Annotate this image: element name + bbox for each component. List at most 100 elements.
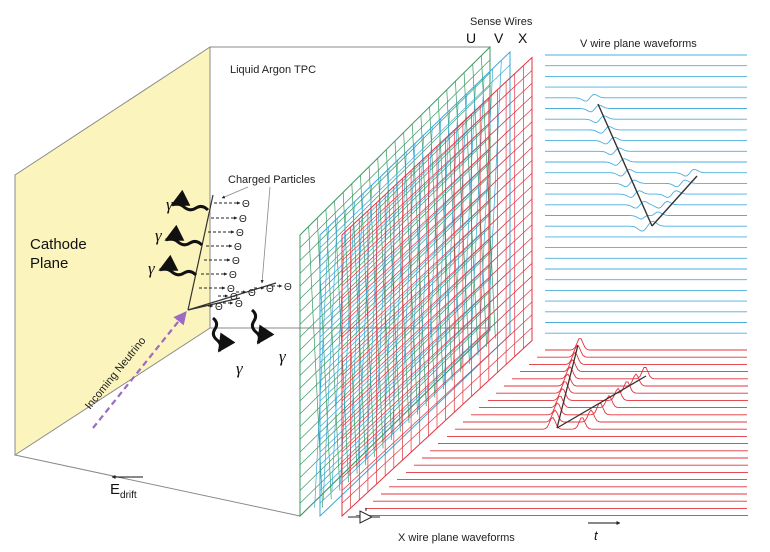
u-plane-wire: [446, 89, 462, 373]
u-plane-frame: [299, 45, 491, 518]
u-plane-wire: [299, 213, 491, 402]
x-waveform-trace: [488, 387, 748, 401]
v-plane-wire: [319, 116, 511, 300]
u-plane-wire: [299, 316, 491, 504]
u-plane-wire: [386, 149, 401, 432]
x-wire-waveforms: [356, 338, 748, 517]
x-plane-wire: [341, 211, 533, 389]
amplifier-icon: [348, 508, 380, 524]
v-plane-wire: [383, 160, 399, 442]
v-waveform-trace: [545, 179, 747, 188]
v-plane-wire: [319, 218, 511, 402]
v-waveform-trace: [545, 126, 747, 134]
v-plane-wire: [469, 76, 485, 360]
electron-symbol: Θ: [248, 288, 256, 299]
electron-symbol: Θ: [239, 214, 247, 225]
v-plane-wire: [348, 193, 364, 475]
x-plane-wire: [341, 288, 533, 466]
electron-symbol: Θ: [232, 256, 240, 267]
x-track-line: [556, 344, 579, 429]
electron-symbol: Θ: [242, 199, 250, 210]
v-plane-wire: [366, 176, 381, 459]
u-plane-wire: [342, 192, 358, 474]
x-plane-frame: [341, 56, 533, 518]
electron-symbol: Θ: [230, 292, 238, 303]
cathode-label-line2: Plane: [30, 255, 68, 272]
x-plane-wire: [341, 224, 533, 402]
v-track-line: [597, 103, 653, 227]
v-plane-wire: [478, 68, 494, 352]
v-plane-wire: [319, 193, 511, 376]
electron-symbol: Θ: [236, 228, 244, 239]
u-plane-wire: [299, 265, 491, 453]
electron-symbol: Θ: [235, 299, 243, 310]
svg-text:γ: γ: [148, 259, 156, 278]
v-track-line: [651, 175, 698, 227]
x-waveform-trace: [504, 373, 748, 387]
wire-u-label: U: [466, 30, 476, 46]
v-plane-wire: [319, 206, 511, 389]
u-plane-wire: [351, 183, 367, 466]
u-plane-wire: [299, 98, 491, 287]
v-waveform-trace: [545, 168, 747, 177]
cathode-label-line1: Cathode: [30, 236, 87, 253]
x-waveform-trace: [479, 394, 747, 409]
x-plane-wire: [341, 237, 533, 415]
u-plane-wire: [437, 98, 453, 381]
x-waveform-trace: [520, 359, 748, 373]
x-track-line: [556, 375, 647, 429]
u-plane-wire: [299, 149, 491, 338]
tpc-label: Liquid Argon TPC: [230, 64, 316, 76]
u-plane-wire: [299, 201, 491, 389]
wire-v-label: V: [494, 30, 504, 46]
electron-symbol: Θ: [229, 270, 237, 281]
u-plane-wire: [429, 106, 444, 390]
u-plane-wire: [420, 115, 436, 398]
electron-symbol: Θ: [215, 302, 223, 313]
v-waveform-trace: [545, 147, 747, 156]
v-waveforms-label: V wire plane waveforms: [580, 38, 697, 50]
v-plane-wire: [417, 126, 433, 410]
v-plane-wire: [319, 128, 511, 312]
v-plane-wire: [319, 154, 511, 338]
v-wire-plane: [314, 50, 511, 518]
v-plane-wire: [319, 296, 511, 478]
wire-x-label: X: [518, 30, 528, 46]
v-plane-wire: [487, 60, 502, 344]
v-plane-wire: [319, 141, 511, 325]
x-plane-wire: [341, 250, 533, 427]
u-plane-wire: [308, 226, 323, 508]
v-waveform-trace: [545, 136, 747, 145]
v-plane-wire: [319, 283, 511, 466]
v-plane-wire: [319, 321, 511, 504]
v-plane-wire: [319, 180, 511, 363]
v-waveform-trace: [545, 115, 747, 123]
svg-text:γ: γ: [166, 195, 174, 214]
edrift-label: Edrift: [110, 481, 137, 501]
v-plane-wire: [319, 103, 511, 287]
electron-symbol: Θ: [284, 282, 292, 293]
x-waveform-trace: [496, 381, 748, 394]
v-waveform-trace: [545, 200, 747, 209]
time-axis-label: t: [594, 528, 599, 543]
v-plane-wire: [452, 93, 468, 377]
x-waveform-trace: [512, 366, 748, 380]
v-waveform-trace: [545, 104, 747, 113]
v-plane-wire: [319, 257, 511, 440]
x-waveform-trace: [455, 416, 747, 430]
charged-particles-pointers: [221, 186, 271, 284]
u-plane-wire: [299, 162, 491, 351]
v-waveform-trace: [545, 220, 747, 232]
x-waveforms-label: X wire plane waveforms: [398, 532, 515, 544]
x-waveform-trace: [463, 409, 747, 423]
v-plane-wire: [400, 143, 416, 426]
v-plane-wire: [461, 85, 476, 368]
u-plane-wire: [394, 140, 410, 424]
v-plane-wire: [331, 210, 347, 492]
u-plane-wire: [299, 59, 491, 249]
v-plane-wire: [340, 201, 355, 484]
neutrino-arrow: [92, 310, 187, 429]
v-plane-wire: [322, 218, 338, 500]
v-plane-wire: [319, 64, 511, 249]
electron-symbol: Θ: [266, 284, 274, 295]
